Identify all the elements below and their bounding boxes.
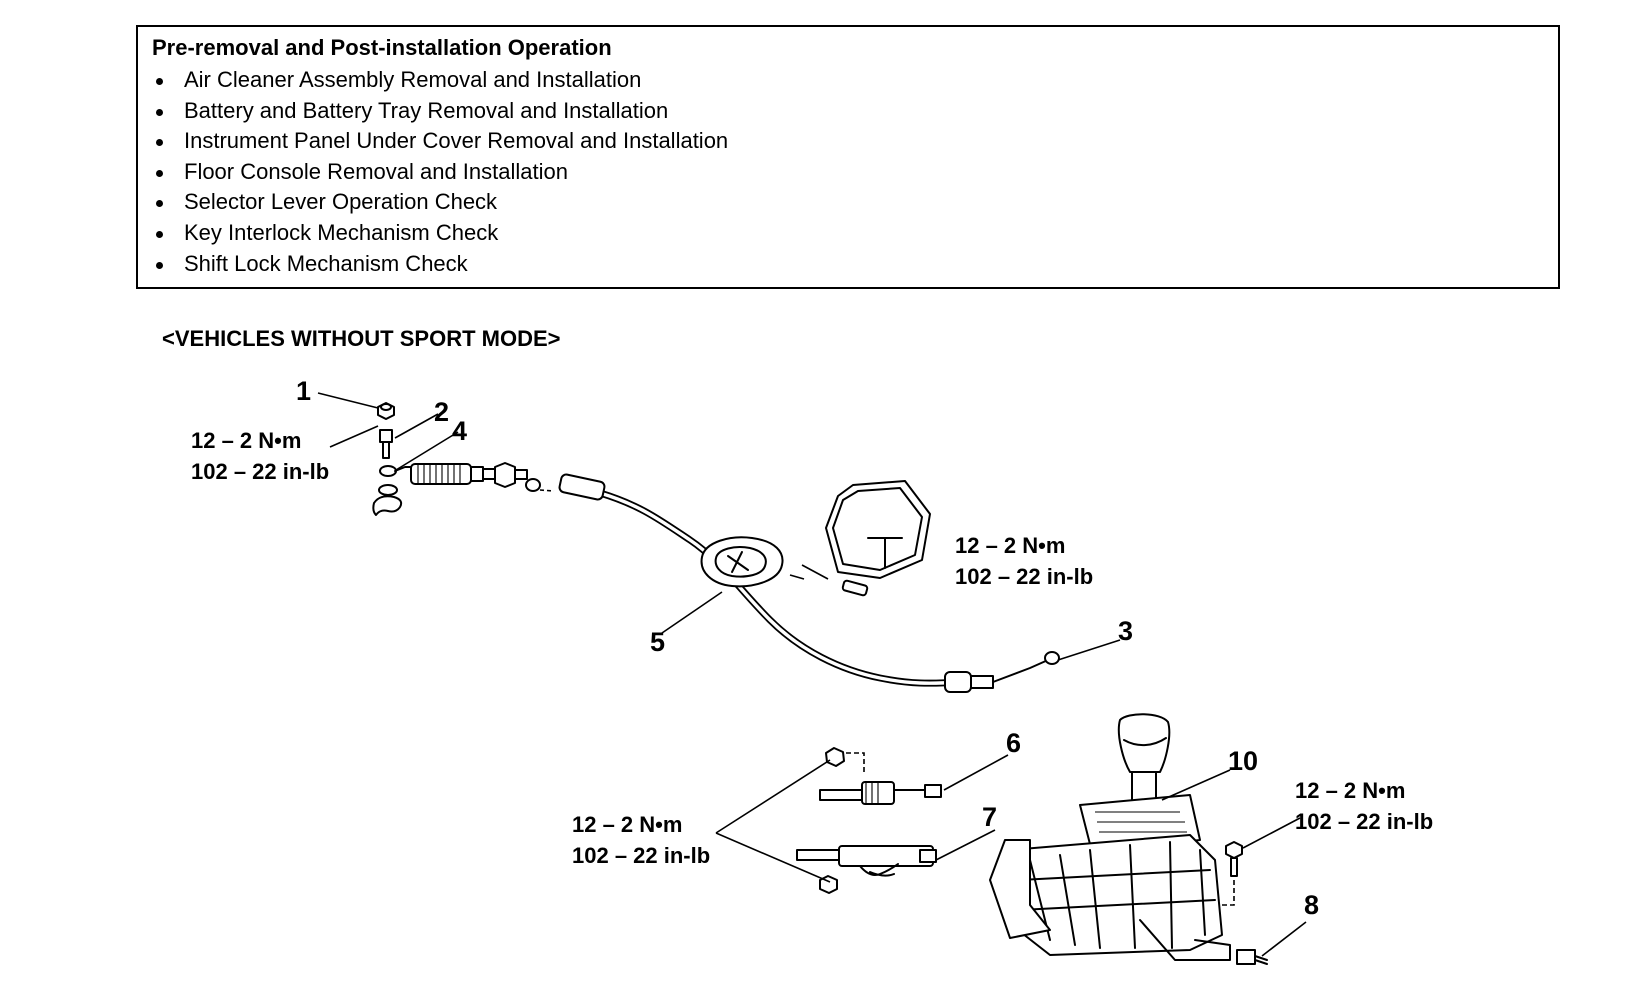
leader-callout-6 [943, 754, 1009, 791]
part-10-selector-lever-assembly [989, 713, 1235, 961]
part-6-shift-cable-end [819, 747, 942, 805]
torque-4-imperial: 102 – 22 in-lb [1295, 809, 1433, 834]
part-2-pin [379, 429, 393, 459]
operation-item-key-interlock-check: Key Interlock Mechanism Check [152, 218, 728, 249]
part-5-cable-grommet [700, 536, 784, 588]
leader-torque-4 [1242, 817, 1301, 849]
operation-item-floor-console: Floor Console Removal and Installation [152, 157, 728, 188]
operations-title: Pre-removal and Post-installation Operat… [152, 35, 612, 60]
transmission-control-cable [539, 473, 1060, 693]
torque-2-imperial: 102 – 22 in-lb [955, 564, 1093, 589]
callout-10: 10 [1228, 746, 1258, 776]
callout-2: 2 [434, 397, 449, 427]
leader-callout-10 [1161, 769, 1231, 801]
leader-callout-7 [935, 829, 996, 861]
operation-item-selector-lever-check: Selector Lever Operation Check [152, 187, 728, 218]
torque-3-imperial: 102 – 22 in-lb [572, 843, 710, 868]
leader-callout-4 [395, 431, 459, 471]
operation-item-instrument-panel: Instrument Panel Under Cover Removal and… [152, 126, 728, 157]
leader-callout-2 [394, 413, 439, 439]
callout-3: 3 [1118, 616, 1133, 646]
operation-item-battery: Battery and Battery Tray Removal and Ins… [152, 96, 728, 127]
part-7-shift-cable-end [796, 845, 937, 894]
callout-6: 6 [1006, 728, 1021, 758]
operation-item-air-cleaner: Air Cleaner Assembly Removal and Install… [152, 65, 728, 96]
torque-2-metric: 12 – 2 N•m [955, 533, 1065, 558]
torque-4-metric: 12 – 2 N•m [1295, 778, 1405, 803]
leader-callout-5 [661, 591, 723, 634]
callout-5: 5 [650, 627, 665, 657]
leader-torque-3 [715, 759, 831, 883]
selector-lever-bolt [1225, 841, 1243, 877]
operation-item-shift-lock-check: Shift Lock Mechanism Check [152, 249, 728, 280]
torque-3-metric: 12 – 2 N•m [572, 812, 682, 837]
torque-1-imperial: 102 – 22 in-lb [191, 459, 329, 484]
callout-7: 7 [982, 802, 997, 832]
access-cover [825, 480, 931, 579]
leader-callout-3 [1057, 639, 1121, 661]
callout-8: 8 [1304, 890, 1319, 920]
leader-callout-8 [1261, 921, 1307, 957]
leader-callout-1 [317, 392, 379, 409]
cable-end-clip [372, 495, 403, 516]
torque-1-metric: 12 – 2 N•m [191, 428, 301, 453]
operations-list: Air Cleaner Assembly Removal and Install… [152, 65, 728, 279]
callout-4: 4 [452, 416, 467, 446]
part-1-nut [377, 402, 395, 420]
cover-bolt [789, 564, 869, 597]
variant-label: <VEHICLES WITHOUT SPORT MODE> [162, 326, 561, 351]
callout-1: 1 [296, 376, 311, 406]
cable-end-assembly [394, 462, 541, 492]
part-8-connector [1236, 949, 1268, 965]
leader-torque-1 [329, 425, 379, 448]
pre-removal-operations-box: Pre-removal and Post-installation Operat… [136, 25, 1560, 289]
